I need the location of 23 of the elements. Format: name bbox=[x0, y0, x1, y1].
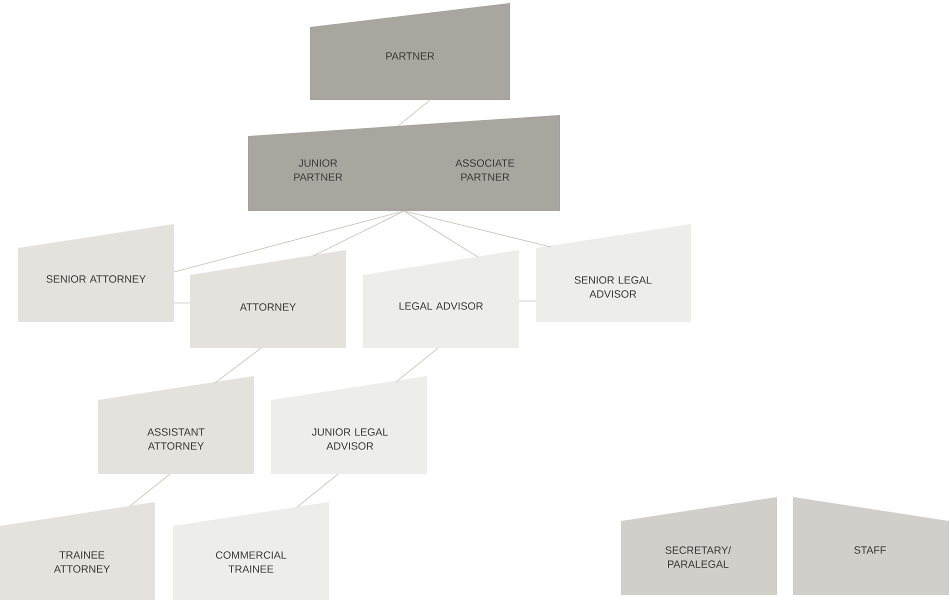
position-box: JUNIOR PARTNER ASSOCIATE PARTNER bbox=[248, 115, 560, 211]
connector-line bbox=[174, 210, 404, 272]
position-box: ATTORNEY bbox=[190, 250, 346, 348]
position-box: SENIOR LEGAL ADVISOR bbox=[536, 224, 691, 322]
connector-line bbox=[404, 210, 552, 248]
connector-line bbox=[296, 474, 338, 508]
connector-line bbox=[518, 300, 536, 302]
position-box: LEGAL ADVISOR bbox=[363, 250, 519, 348]
connector-line bbox=[130, 474, 170, 506]
position-box: SENIOR ATTORNEY bbox=[18, 224, 174, 322]
position-box: STAFF bbox=[793, 497, 949, 595]
connector-line bbox=[398, 100, 430, 126]
position-box: ASSISTANT ATTORNEY bbox=[98, 376, 254, 474]
connector-line bbox=[312, 210, 404, 256]
connector-line bbox=[174, 302, 190, 304]
position-box: COMMERCIAL TRAINEE bbox=[173, 502, 329, 600]
position-box: PARTNER bbox=[310, 3, 510, 100]
connector-line bbox=[214, 348, 262, 384]
position-box: TRAINEE ATTORNEY bbox=[0, 502, 155, 600]
position-box: SECRETARY/ PARALEGAL bbox=[621, 497, 777, 595]
position-box: JUNIOR LEGAL ADVISOR bbox=[271, 376, 427, 474]
connector-line bbox=[404, 210, 478, 258]
connector-line bbox=[396, 348, 438, 382]
